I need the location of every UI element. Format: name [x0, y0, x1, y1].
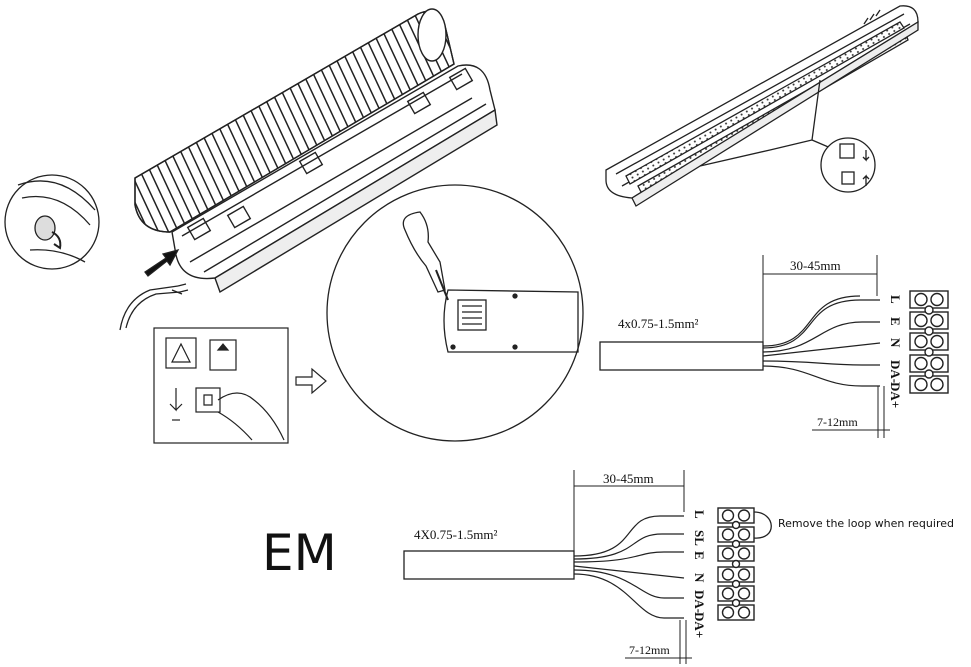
strip-length-bottom: 30-45mm [603, 471, 654, 486]
cable-spec-top: 4x0.75-1.5mm² [618, 316, 699, 331]
end-strip-bottom: 7-12mm [629, 643, 670, 657]
cable-spec-bottom: 4X0.75-1.5mm² [414, 527, 497, 542]
luminaire-housing-drawing [134, 8, 498, 294]
terminal-label-em-da-minus: DA- [692, 590, 707, 613]
terminal-label-e: E [888, 317, 903, 326]
dip-switch-detail-circle [326, 184, 584, 442]
terminal-label-em-sl: SL [692, 530, 707, 546]
end-strip-top: 7-12mm [817, 415, 858, 429]
strip-length-top: 30-45mm [790, 258, 841, 273]
cable-jacket-em [403, 550, 575, 580]
wiring-diagram-top: 4x0.75-1.5mm² 30-45mm 7-12mm L E N DA- [599, 255, 949, 438]
isolation-step-box [153, 327, 289, 444]
terminal-label-em-e: E [692, 551, 707, 560]
terminal-label-l: L [888, 295, 903, 304]
terminal-label-da-minus: DA- [888, 360, 903, 383]
terminal-loop [753, 511, 772, 539]
wiring-diagram-bottom: 4X0.75-1.5mm² 30-45mm 7-12mm L SL E N DA… [403, 470, 772, 664]
terminal-block-bottom [717, 507, 755, 621]
cable-insertion [119, 248, 189, 331]
terminal-label-em-n: N [692, 573, 707, 583]
em-label: EM [262, 524, 337, 582]
led-gear-tray-drawing [605, 5, 919, 207]
terminal-label-em-da-plus: DA+ [692, 612, 707, 638]
loop-removal-note: Remove the loop when required [778, 517, 954, 530]
terminal-label-da-plus: DA+ [888, 382, 903, 408]
cable-jacket [599, 341, 764, 371]
latch-detail-circle [4, 174, 100, 270]
terminal-label-em-l: L [692, 510, 707, 519]
terminal-block-top [909, 290, 949, 394]
hollow-arrow [295, 367, 327, 395]
terminal-label-n: N [888, 338, 903, 348]
